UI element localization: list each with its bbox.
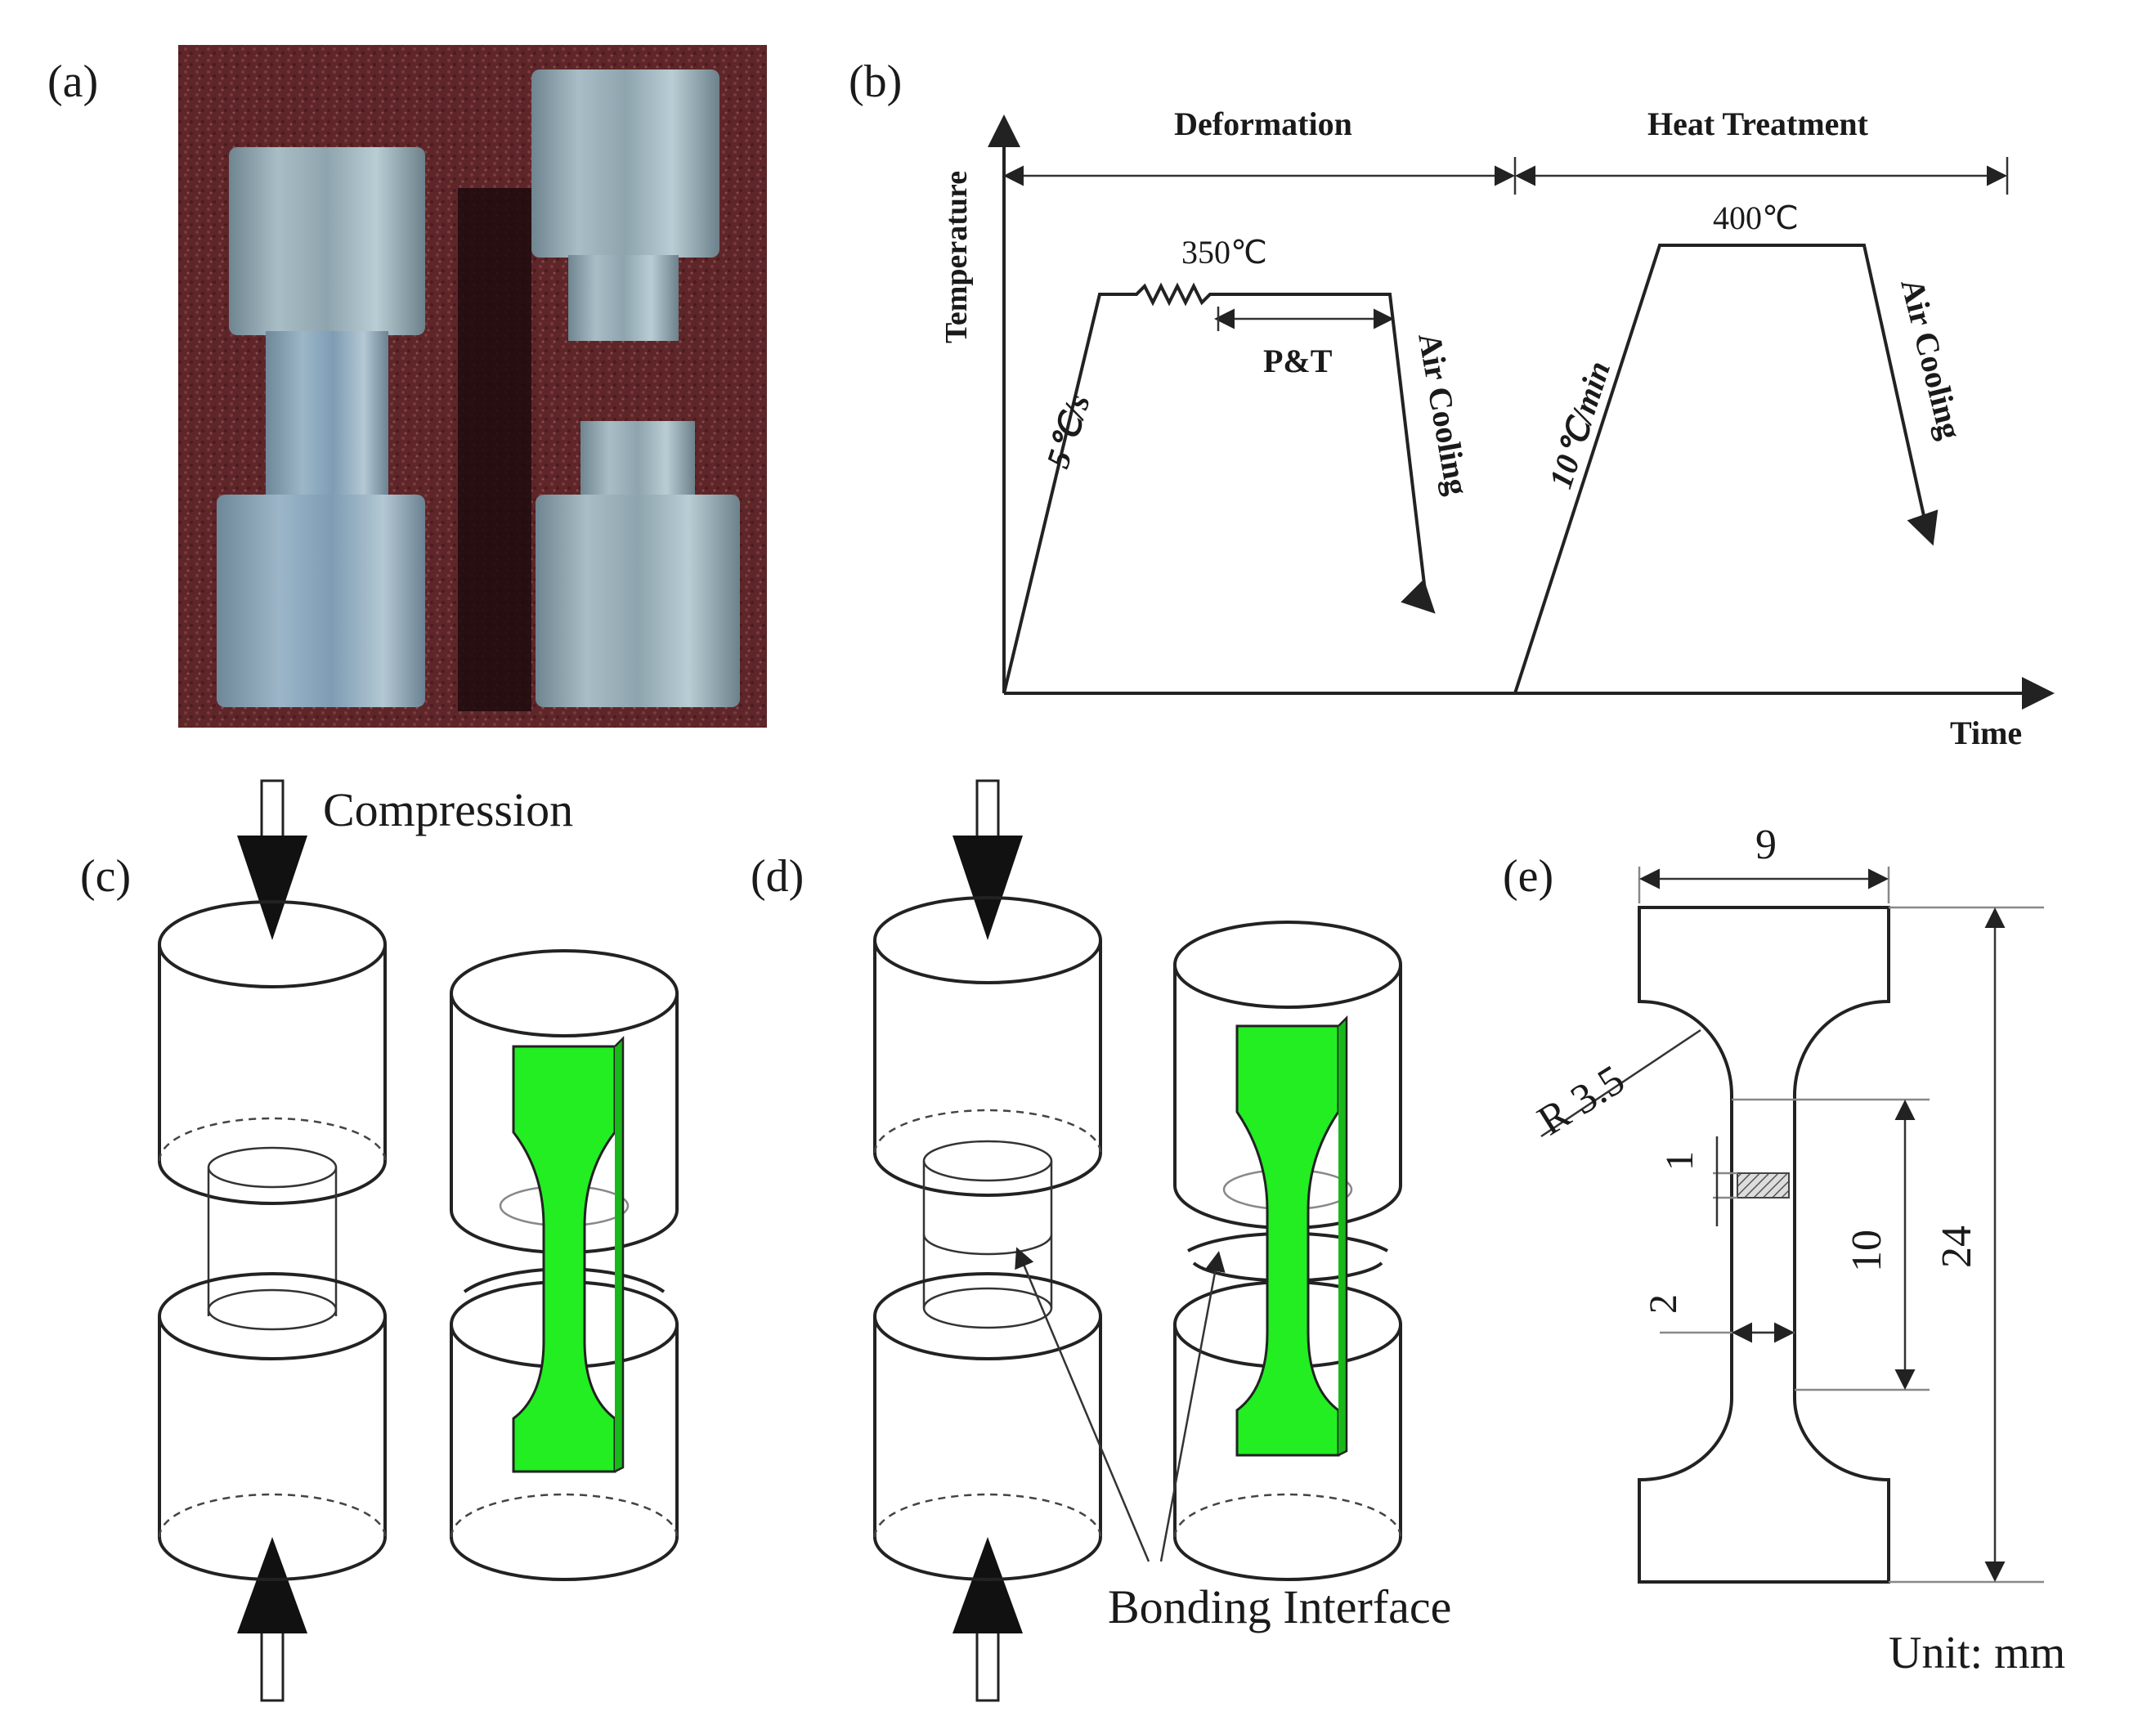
panel-e-label: (e) xyxy=(1503,851,1553,902)
panel-a-label: (a) xyxy=(47,56,98,107)
dim-1: 1 xyxy=(1658,1151,1701,1171)
compression-arrow-bottom xyxy=(237,1537,307,1702)
cooling-2-label: Air Cooling xyxy=(1894,275,1969,442)
die-assembly-c-right xyxy=(450,949,679,1581)
photo xyxy=(178,45,767,728)
panel-d: (d) xyxy=(751,779,1451,1702)
deformation-curve xyxy=(1002,282,1428,694)
tensile-specimen-c xyxy=(512,1045,616,1473)
compression-arrow-top xyxy=(237,779,307,940)
photo-dark-gap xyxy=(458,188,531,711)
bonding-interface-label: Bonding Interface xyxy=(1108,1580,1451,1633)
interface-pointer-2 xyxy=(1159,1251,1226,1562)
cooling-arrow-1 xyxy=(1401,579,1436,614)
panel-d-label: (d) xyxy=(751,851,804,902)
unit-label: Unit: mm xyxy=(1889,1628,2065,1678)
hold-label: P&T xyxy=(1263,343,1333,379)
photo-sample-right xyxy=(531,69,740,707)
stage-deformation-label: Deformation xyxy=(1174,105,1352,142)
cooling-arrow-2 xyxy=(1907,509,1939,546)
compression-arrow-top-d xyxy=(952,779,1023,940)
panel-a: (a) xyxy=(47,45,767,728)
compression-label: Compression xyxy=(323,783,573,836)
interface-pointer-1 xyxy=(1015,1247,1150,1562)
dim-radius: R 3.5 xyxy=(1530,1056,1633,1145)
panel-c-label: (c) xyxy=(80,851,131,902)
die-assembly-c-left xyxy=(158,900,387,1581)
rate-1-label: 5℃/s xyxy=(1039,390,1097,473)
stage-heat-treatment-label: Heat Treatment xyxy=(1647,105,1869,142)
dim-2: 2 xyxy=(1642,1294,1685,1314)
die-assembly-d-right xyxy=(1173,921,1402,1581)
temp-350-label: 350℃ xyxy=(1181,234,1267,271)
die-assembly-d-left xyxy=(873,896,1102,1581)
x-axis-label: Time xyxy=(1950,715,2022,751)
cooling-1-label: Air Cooling xyxy=(1411,330,1476,498)
dim-total: 24 xyxy=(1934,1225,1980,1268)
rate-2-label: 10℃/min xyxy=(1542,356,1617,493)
gauge-hatch xyxy=(1737,1172,1790,1199)
y-axis-label: Temperature xyxy=(939,171,974,343)
heat-treatment-curve xyxy=(1513,244,1927,694)
tensile-specimen-d xyxy=(1235,1024,1340,1457)
dim-gauge: 10 xyxy=(1844,1230,1890,1272)
panel-c: (c) Compression xyxy=(80,779,679,1702)
panel-b: (b) Temperature Time Deformation Heat Tr… xyxy=(849,56,2055,751)
dim-width: 9 xyxy=(1755,822,1777,868)
panel-b-label: (b) xyxy=(849,56,902,107)
dim-radius-line xyxy=(1540,1028,1701,1138)
panel-e: (e) 9 R 3.5 10 24 1 2 Unit: mm xyxy=(1503,822,2065,1678)
temp-400-label: 400℃ xyxy=(1713,199,1799,236)
photo-sample-left xyxy=(217,147,425,707)
compression-arrow-bottom-d xyxy=(952,1537,1023,1702)
